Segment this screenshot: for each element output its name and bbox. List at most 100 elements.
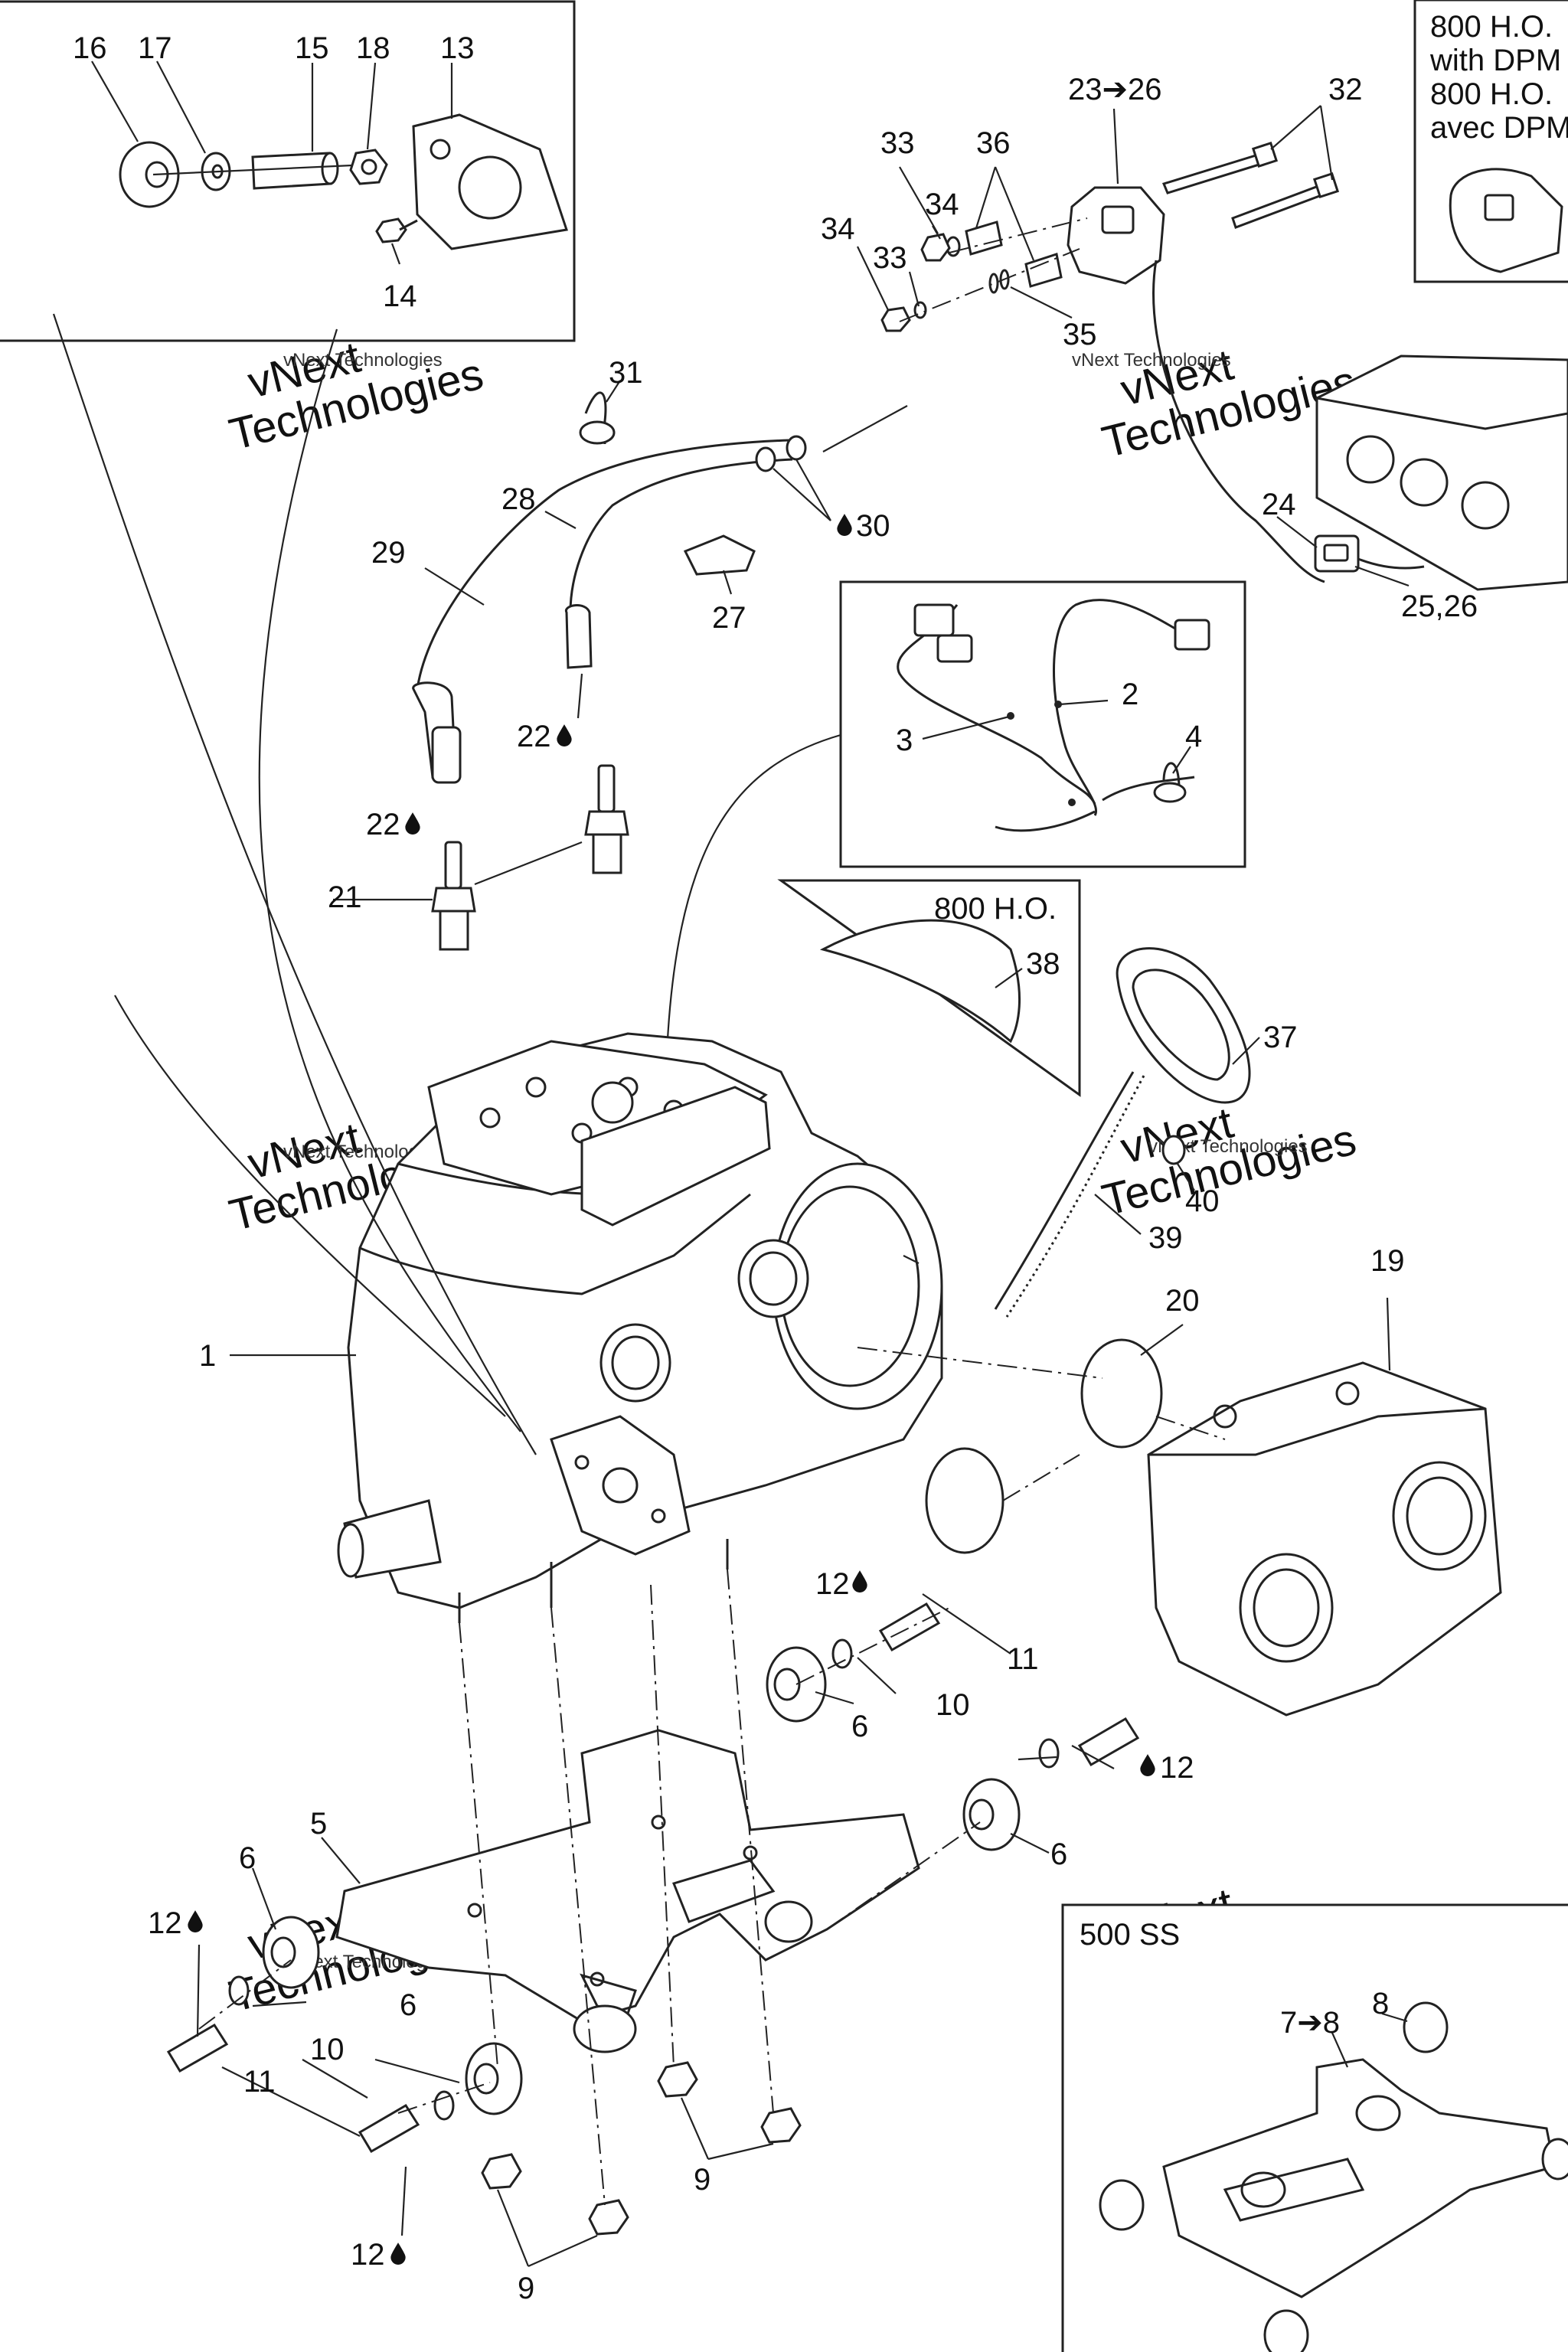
- part-6-rubber-mount: [465, 2042, 523, 2115]
- assembly-axis: [198, 1959, 292, 2030]
- part-24-connector: [1314, 534, 1360, 573]
- callout-12: 12: [351, 2238, 385, 2272]
- title-line-3: 800 H.O.: [1430, 77, 1553, 111]
- callout-19: 19: [1370, 1244, 1405, 1278]
- part-5-mount-bracket: [321, 1729, 920, 2053]
- mount-hardware: [166, 1569, 1140, 2268]
- inset-harness: [665, 580, 1246, 1073]
- callout-31: 31: [609, 356, 643, 390]
- model-title-box: 800 H.O. with DPM 800 H.O. avec DPM: [1413, 0, 1568, 283]
- assembly-axis: [795, 1607, 950, 1685]
- callout-9: 9: [694, 2163, 710, 2197]
- callout-35: 35: [1063, 318, 1097, 351]
- callout-38: 38: [1026, 947, 1060, 981]
- assembly-axis: [459, 1622, 498, 2068]
- exhaust-manifold: [580, 1086, 771, 1227]
- assembly-axis: [1155, 1416, 1226, 1440]
- callout-4: 4: [1185, 720, 1202, 753]
- harness-connector: [913, 603, 955, 637]
- callout-18: 18: [356, 31, 390, 65]
- callout-2: 2: [1122, 678, 1138, 711]
- harness-branch: [897, 604, 1096, 805]
- drop-icon: [390, 2243, 405, 2265]
- assembly-axis: [899, 248, 1080, 322]
- callout-22: 22: [366, 808, 400, 841]
- callout-28: 28: [501, 482, 536, 516]
- callout-6: 6: [851, 1710, 868, 1743]
- callout-36: 36: [976, 126, 1011, 160]
- harness-connector: [1174, 619, 1210, 651]
- spark-plug: [431, 841, 476, 951]
- watermark-small: vNext Technologies: [1072, 350, 1231, 371]
- harness-branch: [1053, 599, 1187, 816]
- assembly-axis: [727, 1569, 774, 2114]
- callout-21: 21: [328, 880, 362, 914]
- assembly-axis: [826, 1821, 981, 1930]
- part-35-orings: [988, 269, 1010, 294]
- connector-wire: [1357, 557, 1425, 570]
- part-32-bolts: [1161, 141, 1340, 229]
- bracket-leader: [52, 313, 537, 1455]
- dpm-solenoid-assembly: [857, 105, 1425, 587]
- title-line-4: avec DPM: [1430, 111, 1568, 145]
- part-10-washer: [228, 1638, 1060, 2121]
- title-line-2: with DPM: [1429, 44, 1561, 77]
- assembly-axis: [397, 2082, 491, 2114]
- callout-12-group: 12: [1140, 1751, 1194, 1785]
- drop-icon: [557, 724, 571, 746]
- callout-6: 6: [239, 1841, 256, 1875]
- drop-icon: [1140, 1754, 1155, 1776]
- part-9-nut: [481, 2061, 802, 2236]
- part-6-rubber-mount: [262, 1916, 320, 1989]
- drop-icon: [188, 1910, 202, 1932]
- harness-branch: [1102, 776, 1195, 802]
- part-18-nut: [349, 149, 388, 185]
- callout-34: 34: [925, 188, 959, 221]
- harness-connector: [936, 634, 973, 663]
- callout-12: 12: [1160, 1751, 1194, 1785]
- callout-3: 3: [896, 724, 913, 757]
- part-28-wire: [569, 458, 793, 613]
- callout-40: 40: [1185, 1184, 1220, 1218]
- ho-inset-label: 800 H.O.: [934, 892, 1057, 926]
- solenoid-wire: [1152, 260, 1325, 583]
- callout-11: 11: [1007, 1642, 1039, 1676]
- assembly-axis: [857, 1347, 1103, 1379]
- callout-6: 6: [400, 1988, 416, 2022]
- wire-end: [786, 435, 807, 461]
- part-20-clamps: [857, 1324, 1226, 1554]
- part-37-handle: [1116, 947, 1251, 1104]
- callout-25-26: 25,26: [1401, 590, 1478, 623]
- ss-inset-label: 500 SS: [1080, 1918, 1180, 1952]
- callout-17: 17: [138, 31, 172, 65]
- part-14-bolt: [375, 217, 418, 243]
- bracket-leader: [258, 328, 521, 1432]
- assembly-axis: [550, 1607, 606, 2206]
- assembly-axis: [1002, 1454, 1080, 1501]
- drop-icon: [837, 514, 851, 536]
- intake-ports: [599, 1239, 809, 1403]
- callout-33: 33: [880, 126, 915, 160]
- assembly-axis: [949, 217, 1088, 253]
- callout-9: 9: [518, 2272, 534, 2305]
- ecu-module: [1315, 354, 1568, 591]
- part-29-wire: [416, 439, 789, 690]
- part-23-solenoid: [1067, 186, 1165, 285]
- title-line-1: 800 H.O.: [1430, 10, 1553, 44]
- callout-12-group: 12: [148, 1906, 203, 1940]
- wire-end: [755, 446, 776, 472]
- watermark-small: vNext Technologies: [283, 350, 443, 371]
- part-36-spacers: [965, 220, 1063, 288]
- part-34-nuts: [880, 233, 951, 332]
- harness-branch: [995, 810, 1096, 832]
- callout-7-8: 7➔8: [1280, 2006, 1340, 2040]
- spark-plug: [584, 764, 629, 874]
- harness-node: [1054, 701, 1062, 708]
- part-22-caps: [412, 604, 593, 784]
- dpm-module-icon: [1449, 168, 1563, 273]
- callout-8: 8: [1372, 1987, 1389, 2020]
- bracket-leader: [114, 995, 506, 1417]
- callout-12: 12: [815, 1567, 850, 1601]
- callout-32: 32: [1328, 73, 1363, 106]
